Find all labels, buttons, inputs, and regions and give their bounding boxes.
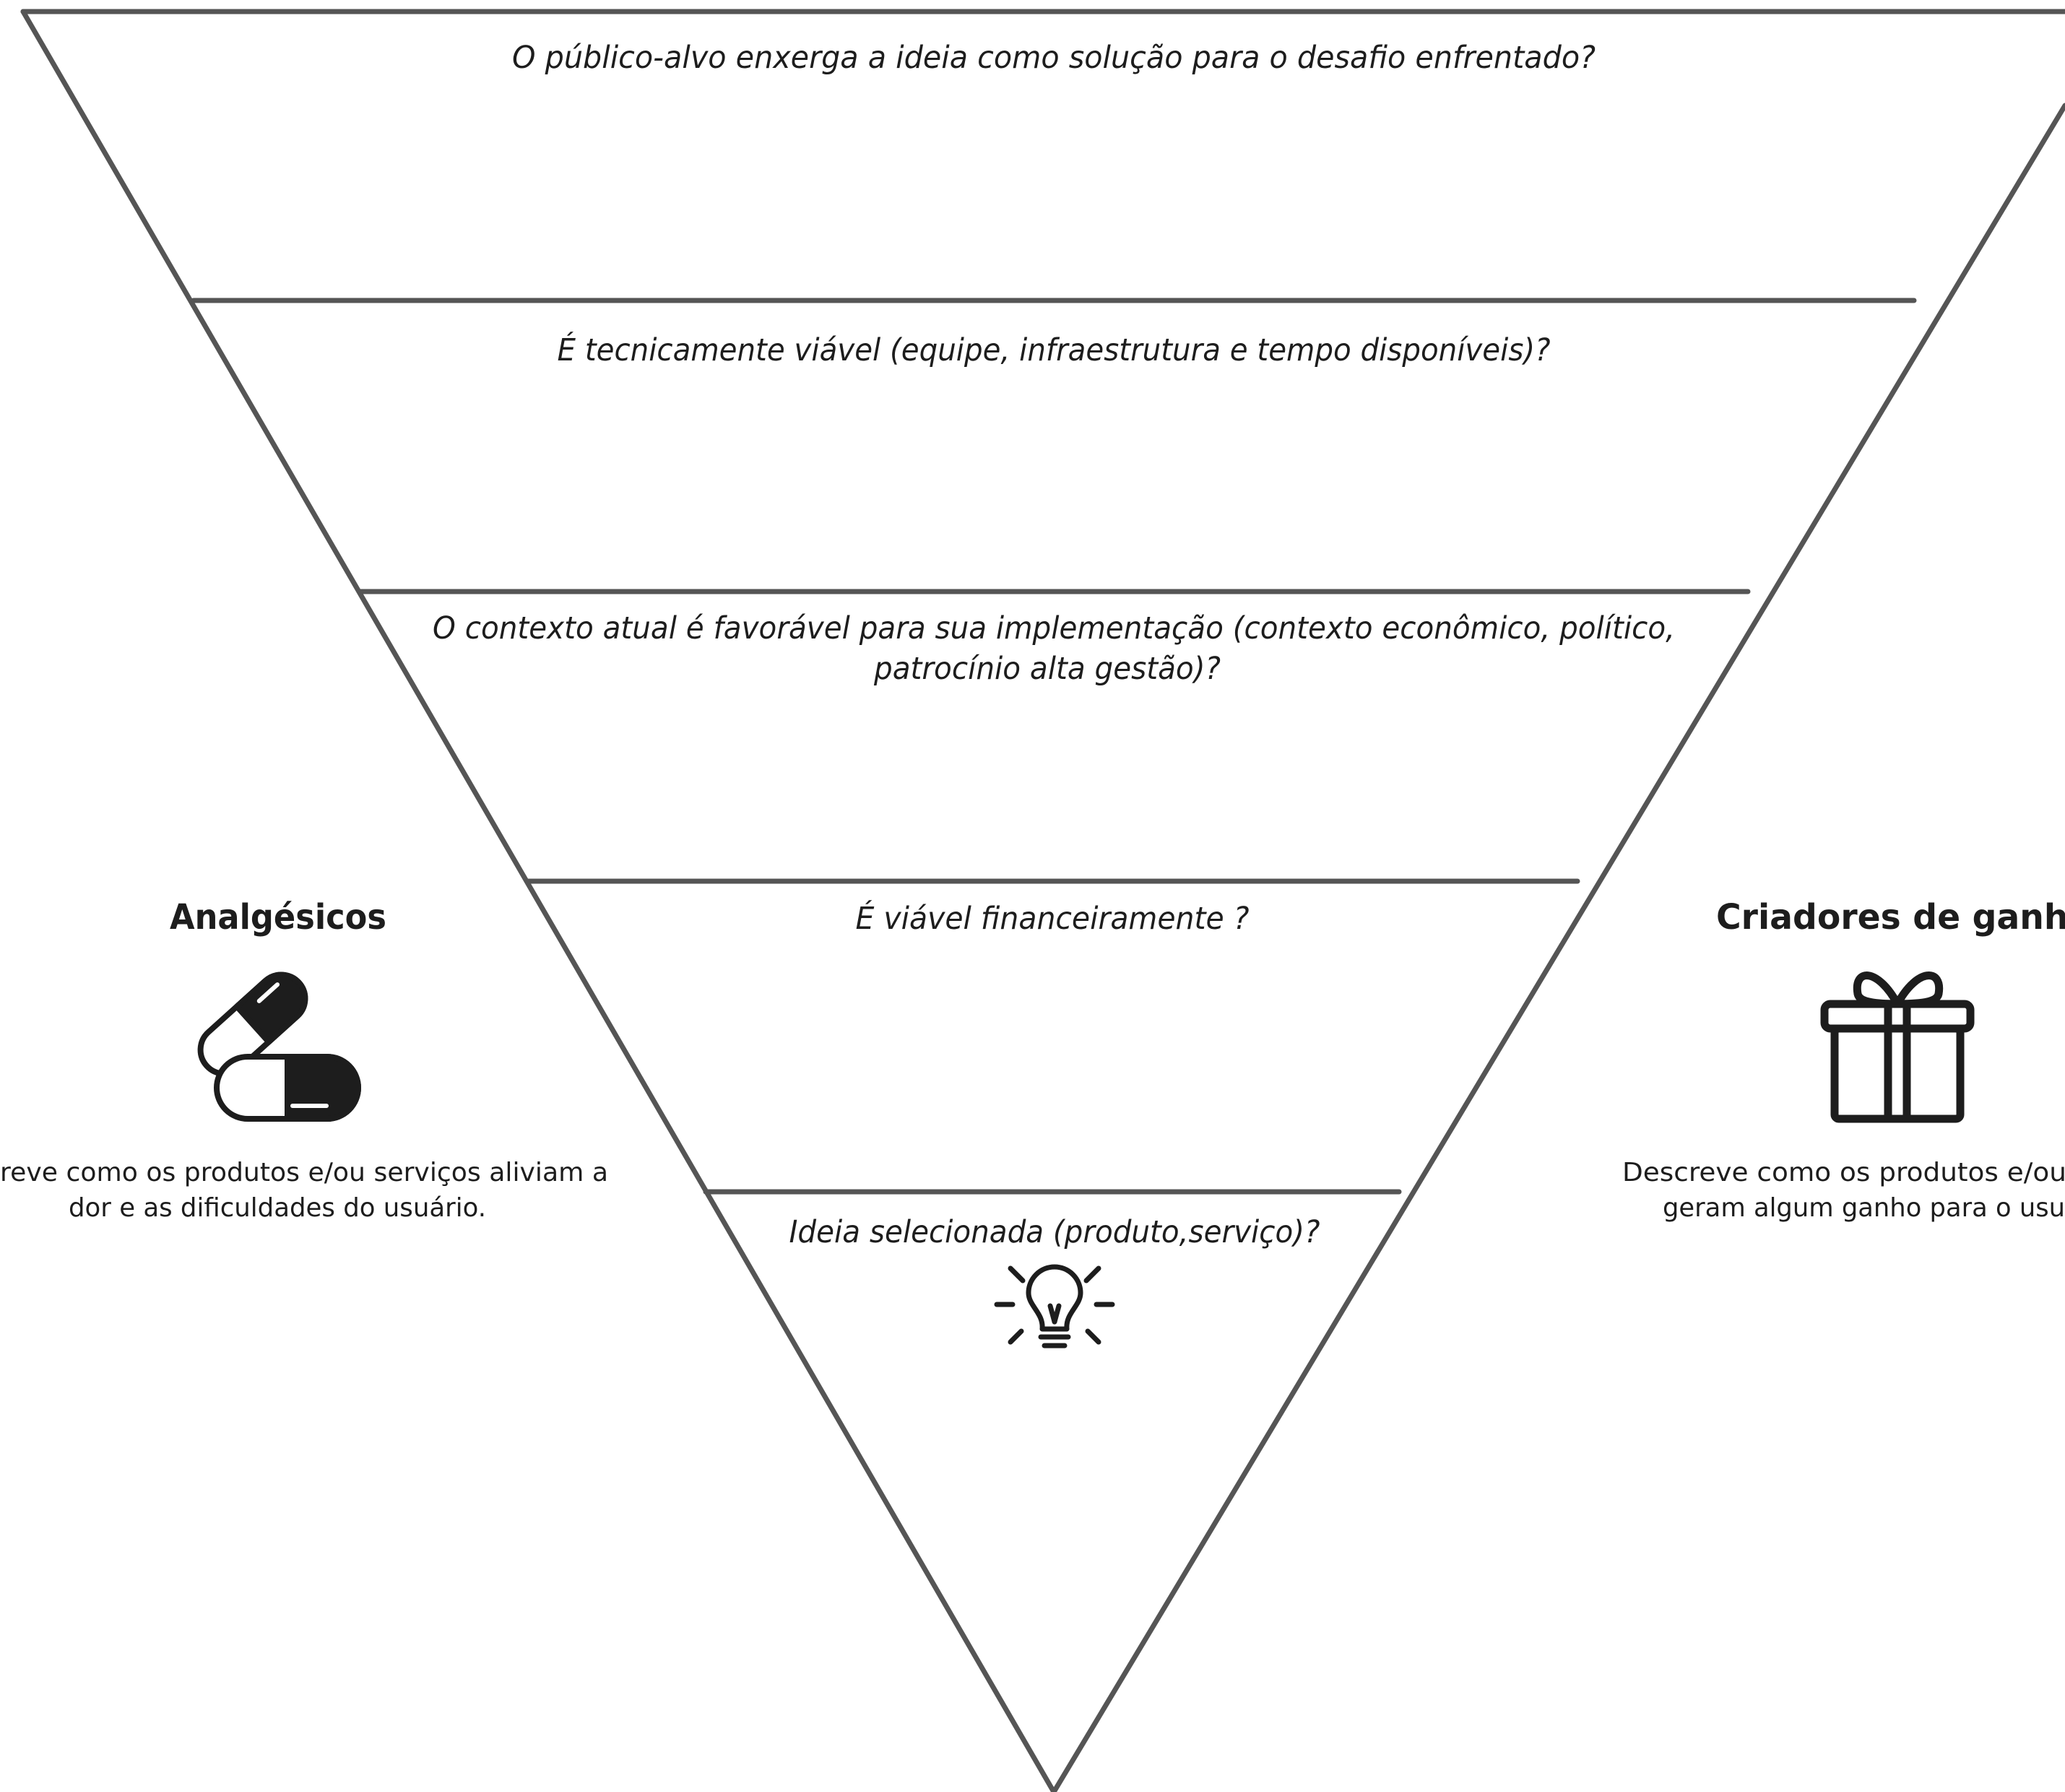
right-panel-description-line-1: Descreve como os produtos e/ou	[1622, 1158, 2065, 1187]
left-panel-description-line-1: reve como os produtos e/ou serviços aliv…	[0, 1158, 608, 1187]
pills-icon	[197, 971, 361, 1122]
level-2-question: É tecnicamente viável (equipe, infraestr…	[558, 332, 1551, 368]
funnel-levels: O público-alvo enxerga a ideia como solu…	[433, 40, 1675, 1250]
level-3-question-line-2: patrocínio alta gestão)?	[873, 651, 1221, 687]
gift-icon	[1820, 971, 1975, 1123]
lightbulb-icon	[994, 1264, 1115, 1349]
level-4-question: É viável financeiramente ?	[856, 900, 1250, 937]
right-panel: Criadores de ganho Descreve como os prod…	[1622, 897, 2065, 1223]
funnel-left-edge	[20, 9, 1057, 1792]
right-panel-title: Criadores de ganho	[1716, 897, 2065, 938]
left-panel-title: Analgésicos	[170, 897, 386, 938]
level-5-question: Ideia selecionada (produto,serviço)?	[789, 1214, 1320, 1250]
level-1-question: O público-alvo enxerga a ideia como solu…	[512, 40, 1596, 76]
left-panel: Analgésicos reve como os produtos e/ou s…	[0, 897, 608, 1223]
right-panel-description-line-2: geram algum ganho para o usu	[1663, 1193, 2065, 1223]
left-panel-description-line-2: dor e as dificuldades do usuário.	[69, 1193, 486, 1223]
funnel-outline	[20, 9, 2065, 1792]
level-3-question-line-1: O contexto atual é favorável para sua im…	[433, 610, 1675, 646]
funnel-right-edge	[1051, 103, 2065, 1792]
